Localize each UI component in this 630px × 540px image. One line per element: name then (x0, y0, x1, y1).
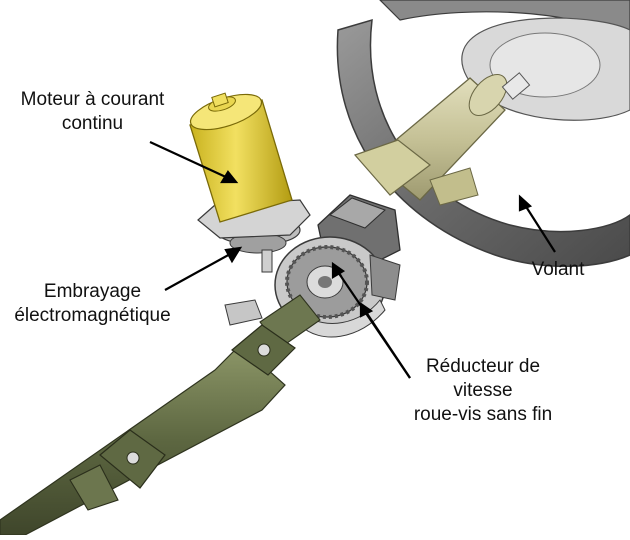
motor-label-line1: Moteur à courant (20, 89, 165, 110)
reducer-label-line1: Réducteur de (425, 356, 541, 377)
reducer-arrowhead-2 (359, 301, 374, 318)
reducer-label: Réducteur de vitesse roue-vis sans fin (378, 355, 588, 427)
clutch-leader-line (164, 252, 233, 291)
reducer-leader-line-2 (365, 311, 411, 379)
clutch-label-line2: électromagnétique (14, 305, 171, 326)
wheel-leader-line (524, 204, 556, 253)
dc-motor (189, 92, 293, 223)
steering-column (353, 72, 531, 206)
clutch-label-line1: Embrayage (43, 281, 142, 302)
universal-joint-upper (231, 324, 296, 376)
reducer-arrowhead-1 (331, 261, 346, 279)
motor-label-line2: continu (61, 113, 124, 134)
wheel-arrowhead (518, 194, 533, 212)
leader-lines (149, 141, 556, 379)
wheel-label: Volant (508, 258, 608, 282)
reducer-label-line3: roue-vis sans fin (413, 404, 553, 425)
universal-joint-lower (69, 429, 166, 511)
reducer-label-line2: vitesse (453, 380, 513, 401)
clutch-arrowhead (224, 246, 243, 264)
clutch-label: Embrayage électromagnétique (0, 280, 185, 328)
wheel-label-text: Volant (531, 259, 585, 280)
intermediate-shaft (0, 294, 321, 536)
motor-leader-line (149, 141, 229, 179)
motor-label: Moteur à courant continu (0, 88, 185, 136)
motor-arrowhead (220, 170, 239, 184)
